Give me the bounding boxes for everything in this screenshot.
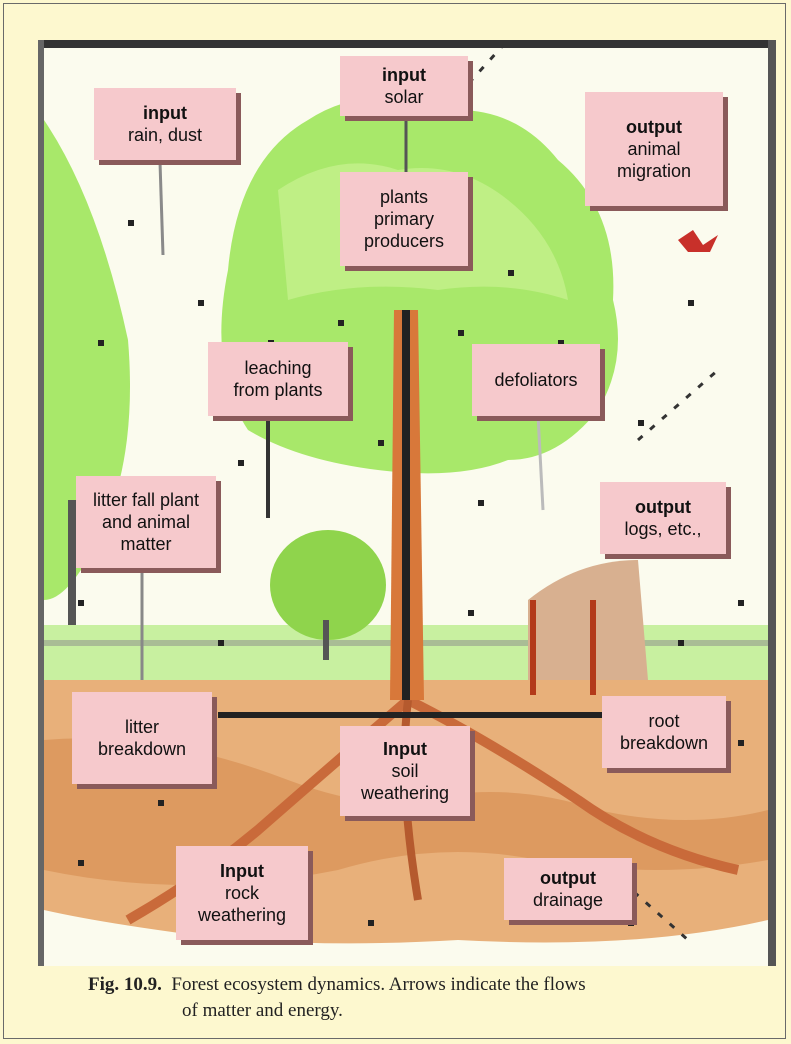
box-text-line: plants bbox=[379, 187, 429, 207]
input-rain-dust-box: input rain, dust bbox=[94, 88, 236, 160]
defoliator-arrow bbox=[536, 414, 545, 511]
box-text-line: producers bbox=[363, 231, 445, 251]
litter-fall-box: litter fall plant and animal matter bbox=[76, 476, 216, 568]
bird bbox=[678, 230, 718, 252]
defoliators-box: defoliators bbox=[472, 344, 600, 416]
box-text: defoliators bbox=[494, 370, 578, 390]
box-text-line: weathering bbox=[197, 905, 287, 925]
caption-text-2: of matter and energy. bbox=[182, 1000, 343, 1021]
box-text-line: soil bbox=[391, 761, 419, 781]
trunk-arrow bbox=[402, 310, 410, 700]
box-text-line: migration bbox=[616, 161, 692, 181]
box-text: logs, etc., bbox=[624, 519, 702, 539]
box-text-line: root bbox=[648, 711, 680, 731]
rain-arrow bbox=[158, 161, 165, 256]
litter-breakdown-box: litter breakdown bbox=[72, 692, 212, 784]
output-animal-migration-box: output animal migration bbox=[585, 92, 723, 206]
box-text-line: animal bbox=[627, 139, 681, 159]
box-text-line: and animal bbox=[101, 512, 191, 532]
root-right bbox=[405, 695, 740, 875]
caption-text-1: Forest ecosystem dynamics. Arrows indica… bbox=[171, 974, 586, 995]
output-drainage-box: output drainage bbox=[504, 858, 632, 920]
small-bush bbox=[270, 530, 386, 640]
left-edge bbox=[38, 40, 44, 966]
box-text-line: primary bbox=[373, 209, 434, 229]
plants-primary-producers-box: plants primary producers bbox=[340, 172, 468, 266]
input-rock-weathering-box: Input rock weathering bbox=[176, 846, 308, 940]
box-text-line: matter bbox=[120, 534, 172, 554]
box-text-line: litter bbox=[124, 717, 159, 737]
left-tree-trunk bbox=[68, 500, 76, 660]
box-text: rain, dust bbox=[127, 125, 203, 145]
figure-label: Fig. 10.9. bbox=[88, 974, 162, 995]
output-logs-box: output logs, etc., bbox=[600, 482, 726, 554]
box-text-line: from plants bbox=[233, 380, 323, 400]
root-breakdown-box: root breakdown bbox=[602, 696, 726, 768]
figure-caption: Fig. 10.9. Forest ecosystem dynamics. Ar… bbox=[88, 972, 748, 1024]
box-heading: Input bbox=[383, 739, 427, 759]
box-text-line: rock bbox=[224, 883, 259, 903]
box-text-line: breakdown bbox=[619, 733, 709, 753]
box-text-line: leaching bbox=[244, 358, 312, 378]
caption-line-2: of matter and energy. bbox=[88, 998, 748, 1024]
box-heading: output bbox=[540, 868, 596, 888]
log-pile bbox=[528, 560, 648, 680]
input-soil-weathering-box: Input soil weathering bbox=[340, 726, 470, 816]
caption-line-1: Fig. 10.9. Forest ecosystem dynamics. Ar… bbox=[88, 972, 748, 998]
box-text-line: breakdown bbox=[97, 739, 187, 759]
box-heading: output bbox=[635, 497, 691, 517]
box-heading: output bbox=[626, 117, 682, 137]
box-heading: input bbox=[143, 103, 187, 123]
specks bbox=[78, 220, 744, 926]
box-heading: input bbox=[382, 65, 426, 85]
input-solar-box: input solar bbox=[340, 56, 468, 116]
box-heading: Input bbox=[220, 861, 264, 881]
top-edge bbox=[38, 40, 776, 48]
migration-arrow bbox=[637, 368, 719, 442]
box-text: solar bbox=[384, 87, 424, 107]
right-edge bbox=[768, 40, 776, 966]
box-text-line: weathering bbox=[360, 783, 450, 803]
box-text-line: litter fall plant bbox=[92, 490, 200, 510]
box-text: drainage bbox=[532, 890, 604, 910]
leaching-from-plants-box: leaching from plants bbox=[208, 342, 348, 416]
root-arrow bbox=[218, 712, 608, 718]
